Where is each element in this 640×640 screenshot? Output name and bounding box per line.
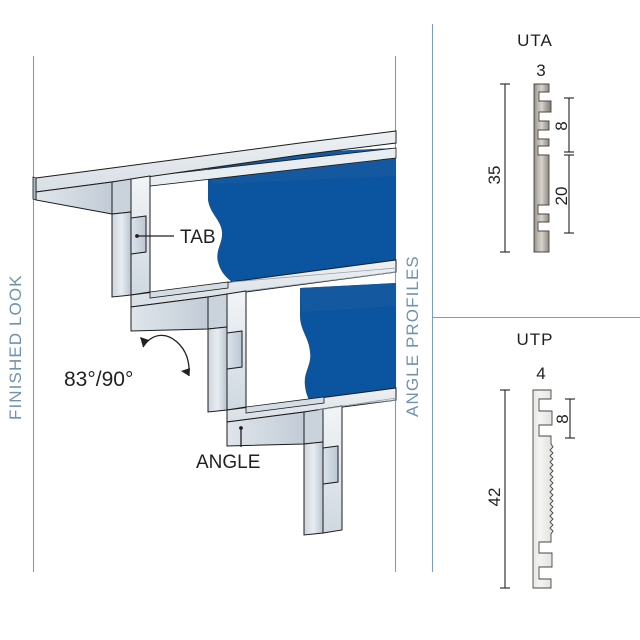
- angle-arrow-head-up: [140, 337, 149, 347]
- step1-mitre-wedge: [111, 178, 132, 215]
- uta-cross-section: [533, 83, 552, 253]
- step2-mitre-wedge: [207, 293, 228, 330]
- uta-height-dimension: 35: [485, 83, 510, 253]
- tab-callout-text: TAB: [180, 227, 216, 248]
- tab-step3: [322, 445, 339, 485]
- stair-illustration: [32, 130, 397, 536]
- profile-utp: UTP 4 42 8: [485, 330, 575, 589]
- tread-blue-step2: [300, 283, 396, 410]
- step1-side-face: [111, 211, 132, 298]
- callout-angle-value: 83°/90°: [64, 334, 190, 391]
- step1-left-endcap: [32, 176, 37, 201]
- profile-uta: UTA 3 35 8: [485, 31, 574, 253]
- step3-nosing-lip: [245, 396, 325, 414]
- angle-arrow-head-down: [181, 368, 190, 376]
- angle-value-text: 83°/90°: [64, 368, 133, 391]
- angle-callout-text: ANGLE: [196, 452, 260, 473]
- utp-title: UTP: [517, 330, 554, 349]
- uta-notch20-dim-text: 20: [552, 187, 571, 206]
- tab-step2: [226, 330, 243, 370]
- step3-side-face: [303, 441, 324, 536]
- utp-height-dim-text: 42: [485, 488, 504, 507]
- step3-mitre-wedge: [303, 408, 324, 445]
- step2-side-face: [207, 326, 228, 413]
- utp-height-dimension: 42: [485, 389, 510, 589]
- uta-title: UTA: [517, 31, 553, 50]
- uta-notch8-dimension: 8: [552, 97, 574, 153]
- uta-height-dim-text: 35: [485, 166, 504, 185]
- callout-tab: TAB: [135, 227, 216, 248]
- utp-width-dim: 4: [536, 364, 545, 383]
- callout-angle: ANGLE: [196, 426, 260, 473]
- step2-nosing-lip: [149, 281, 229, 299]
- uta-notch20-dimension: 20: [552, 154, 574, 234]
- angle-profiles-label: ANGLE PROFILES: [403, 255, 422, 417]
- utp-cross-section: [532, 389, 554, 589]
- angle-arc: [142, 334, 190, 377]
- uta-notch8-dim-text: 8: [552, 121, 571, 130]
- uta-width-dim: 3: [536, 61, 545, 80]
- utp-notch8-dim-text: 8: [553, 414, 572, 423]
- construction-lines: [231, 267, 397, 411]
- utp-notch8-dimension: 8: [553, 398, 575, 439]
- finished-look-label: FINISHED LOOK: [6, 274, 25, 420]
